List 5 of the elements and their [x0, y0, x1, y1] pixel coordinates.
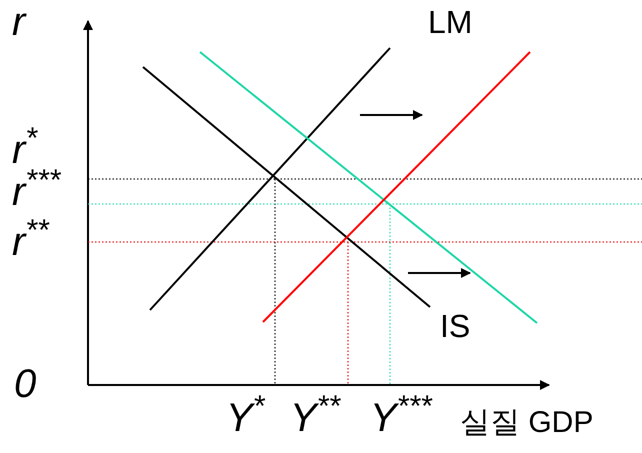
origin-label: 0 [14, 364, 36, 404]
curve-label: IS [440, 310, 470, 342]
axis-label: r [12, 2, 26, 42]
curve-label: LM [428, 6, 472, 38]
axis-label: 실질 GDP [460, 408, 594, 438]
